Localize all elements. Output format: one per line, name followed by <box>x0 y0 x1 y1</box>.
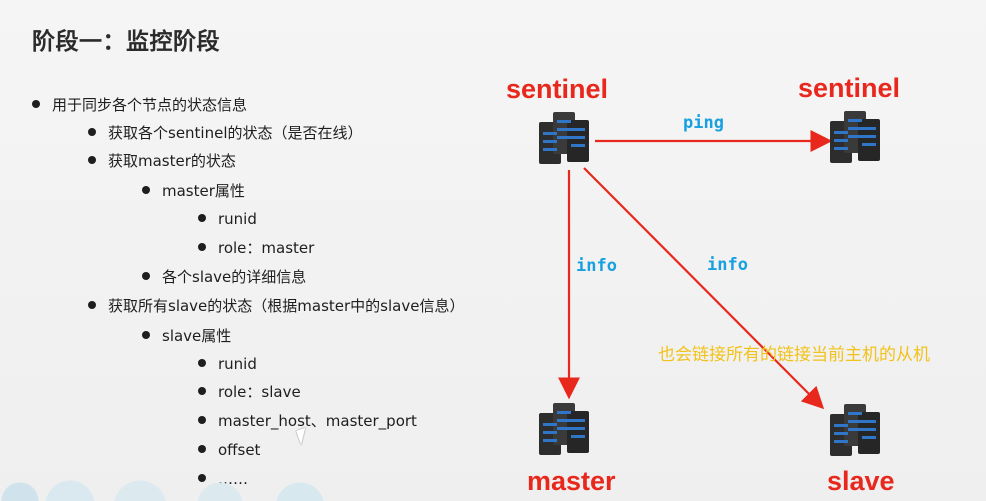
bullet-item-6: role：master <box>198 238 314 258</box>
bullet-dot-icon <box>142 186 150 194</box>
bullet-text: offset <box>218 441 261 459</box>
server-rack-icon <box>539 403 589 455</box>
bullet-dot-icon <box>198 387 206 395</box>
slave-link-note: 也会链接所有的链接当前主机的从机 <box>658 345 930 365</box>
bullet-item-13: offset <box>198 440 260 460</box>
bullet-text: 用于同步各个节点的状态信息 <box>52 96 248 114</box>
server-rack-icon <box>539 112 589 164</box>
bullet-item-9: slave属性 <box>142 326 231 346</box>
bullet-item-3: 获取master的状态 <box>88 151 236 171</box>
bullet-dot-icon <box>198 214 206 222</box>
bullet-text: 获取master的状态 <box>108 152 236 170</box>
sentinel-left-label: sentinel <box>506 74 609 104</box>
bullet-text: master_host、master_port <box>218 412 417 430</box>
bullet-dot-icon <box>142 272 150 280</box>
bullet-item-2: 获取各个sentinel的状态（是否在线） <box>88 123 363 143</box>
diagram-svg <box>539 111 880 456</box>
bullet-dot-icon <box>88 156 96 164</box>
bullet-item-11: role：slave <box>198 382 301 402</box>
bullet-item-12: master_host、master_port <box>198 411 417 431</box>
bullet-item-10: runid <box>198 354 257 374</box>
bullet-dot-icon <box>32 100 40 108</box>
bullet-item-4: master属性 <box>142 181 245 201</box>
bullet-dot-icon <box>88 301 96 309</box>
info-slave-edge <box>583 167 825 410</box>
bullet-text: runid <box>218 210 257 228</box>
bullet-dot-icon <box>198 416 206 424</box>
bullet-text: 获取所有slave的状态（根据master中的slave信息） <box>108 297 465 315</box>
bullet-item-1: 用于同步各个节点的状态信息 <box>32 95 247 115</box>
ping-label: ping <box>683 113 724 133</box>
bullet-dot-icon <box>198 359 206 367</box>
slide-title: 阶段一：监控阶段 <box>32 29 220 55</box>
bullet-dot-icon <box>198 243 206 251</box>
master-label: master <box>527 466 616 496</box>
sentinel-right-label: sentinel <box>798 73 901 103</box>
info-slave-label: info <box>707 255 748 275</box>
bullet-text: role：slave <box>218 383 301 401</box>
bullet-item-8: 获取所有slave的状态（根据master中的slave信息） <box>88 296 464 316</box>
bullet-text: master属性 <box>162 182 245 200</box>
bullet-item-7: 各个slave的详细信息 <box>142 267 306 287</box>
info-master-label: info <box>576 256 617 276</box>
bullet-text: slave属性 <box>162 327 232 345</box>
bullet-dot-icon <box>198 445 206 453</box>
topology-diagram: sentinel sentinel master slave ping info… <box>480 0 986 501</box>
bullet-text: role：master <box>218 239 315 257</box>
bullet-item-5: runid <box>198 209 257 229</box>
bullet-text: 各个slave的详细信息 <box>162 268 307 286</box>
bullet-dot-icon <box>142 331 150 339</box>
bullet-text: 获取各个sentinel的状态（是否在线） <box>108 124 363 142</box>
slave-label: slave <box>827 466 895 496</box>
server-rack-icon <box>830 111 880 163</box>
server-rack-icon <box>830 404 880 456</box>
bullet-text: runid <box>218 355 257 373</box>
bullet-dot-icon <box>88 128 96 136</box>
decorative-cloud-banner <box>0 477 360 501</box>
